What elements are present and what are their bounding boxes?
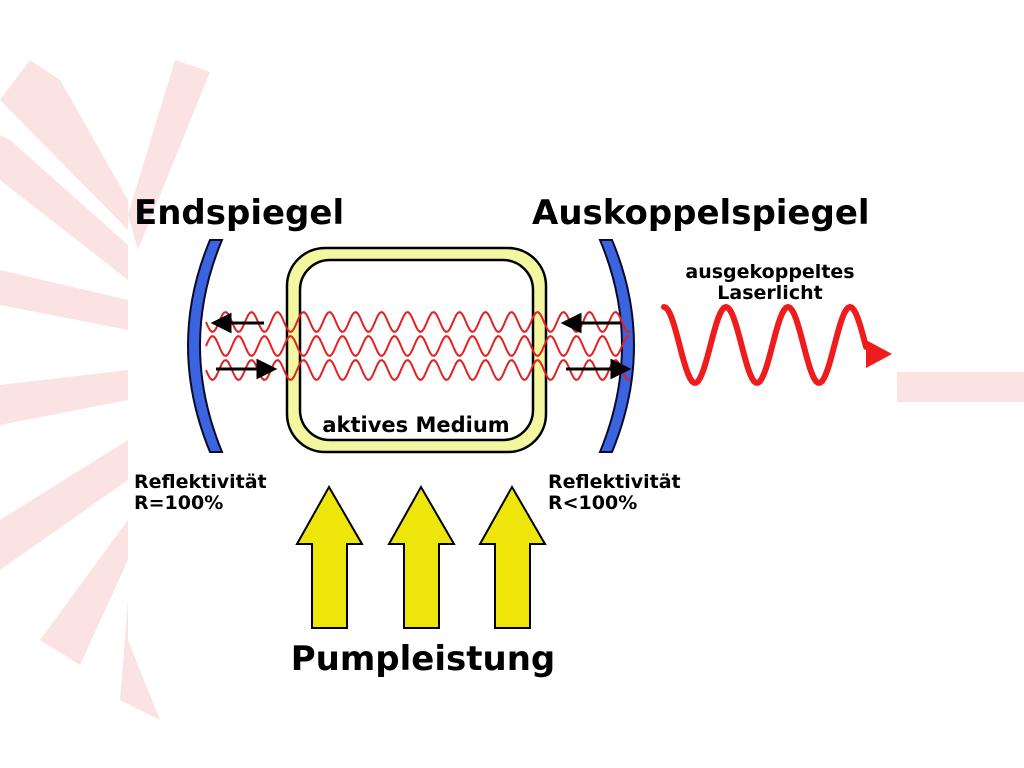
background-ray xyxy=(0,135,128,280)
background-ray xyxy=(0,60,128,230)
pump-arrow-1 xyxy=(295,484,364,629)
active-medium-label: aktives Medium xyxy=(322,413,509,437)
beam-wave-1 xyxy=(205,311,631,333)
beam-wave-2 xyxy=(205,335,631,357)
output-laser-arrowhead xyxy=(866,340,892,368)
background-rays xyxy=(0,60,1024,720)
pump-arrows xyxy=(295,484,547,629)
beam-wave-3 xyxy=(205,359,631,381)
output-mirror-title: Auskoppelspiegel xyxy=(532,193,870,233)
pump-arrow-3 xyxy=(478,484,547,629)
background-ray xyxy=(0,370,128,425)
arrow-left-top-head xyxy=(210,312,232,334)
pump-arrow-2 xyxy=(387,484,456,629)
pump-power-label: Pumpleistung xyxy=(291,639,556,679)
reflectivity-right-line1: Reflektivität xyxy=(548,471,681,493)
intracavity-beam xyxy=(205,311,631,381)
background-bar-right xyxy=(897,372,1024,402)
beam-direction-arrows xyxy=(210,312,632,380)
background-ray xyxy=(128,60,210,250)
end-mirror-title: Endspiegel xyxy=(134,193,344,233)
background-ray xyxy=(0,440,128,570)
background-ray xyxy=(120,600,160,720)
reflectivity-left-line1: Reflektivität xyxy=(134,471,267,493)
end-mirror xyxy=(187,239,224,453)
output-light-label-line2: Laserlicht xyxy=(717,282,822,304)
reflectivity-right-line2: R<100% xyxy=(548,492,637,514)
background-ray xyxy=(0,270,128,330)
arrow-right-bottom-head xyxy=(610,358,632,380)
output-mirror xyxy=(598,239,635,453)
reflectivity-left-line2: R=100% xyxy=(134,492,223,514)
output-light-label-line1: ausgekoppeltes xyxy=(685,261,854,283)
output-laser-wave xyxy=(661,303,869,386)
arrow-right-top-head xyxy=(560,312,582,334)
arrow-left-bottom-head xyxy=(256,358,278,380)
background-ray xyxy=(40,520,128,665)
